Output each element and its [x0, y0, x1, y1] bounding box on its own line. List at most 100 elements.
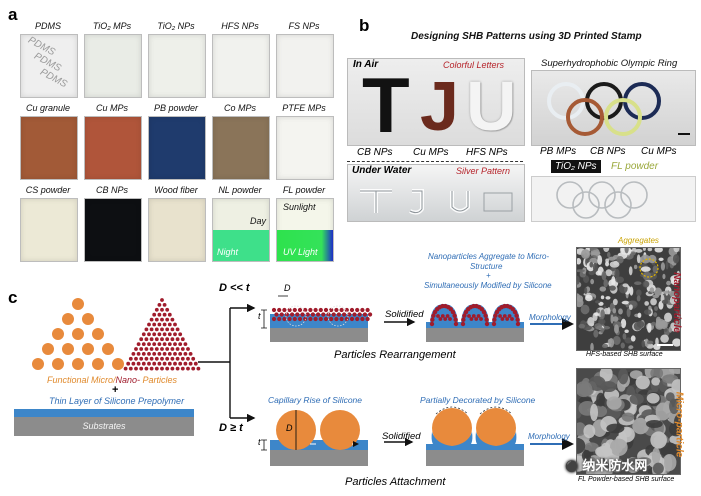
ring-material-cu: Cu MPs [641, 146, 677, 157]
sem-grain [629, 393, 644, 405]
nano-particle [448, 317, 452, 321]
nano-particle-dot [157, 342, 162, 346]
swatch-cell: Co MPs [208, 102, 272, 184]
olympic-title: Superhydrophobic Olympic Ring [541, 58, 678, 69]
sem-grain [657, 319, 661, 327]
sem-grain [669, 296, 677, 305]
fl-sunlight-label: Sunlight [283, 202, 316, 212]
sem-grain [648, 254, 657, 264]
nano-particle-dot [141, 332, 146, 337]
swatch-cell: Wood fiber [144, 184, 208, 266]
silver-ring [604, 191, 632, 219]
sem-grain [655, 402, 671, 421]
nano-particle-dot [180, 337, 185, 342]
nano-particle-dot [141, 352, 146, 356]
nano-particle [453, 317, 458, 322]
partial-decoration-arc [435, 406, 469, 415]
nano-particle-dot [154, 366, 159, 371]
fl-caption: FL Powder-based SHB surface [578, 476, 675, 483]
nano-particle-dot [149, 356, 154, 361]
letter-material-hfs: HFS NPs [466, 147, 508, 158]
condition-top: D << t [219, 282, 250, 294]
nano-particle-dot [154, 347, 159, 351]
sem-grain [647, 322, 652, 333]
nano-particle-dot [170, 317, 175, 322]
sem-grain [634, 281, 642, 286]
sem-grain [577, 293, 581, 301]
sem-grain [646, 340, 654, 345]
swatch-cell: Cu MPs [80, 102, 144, 184]
sem-grain [597, 255, 603, 266]
nano-particle-dot [147, 352, 151, 356]
sem-grain [588, 270, 596, 276]
sem-grain [661, 299, 669, 305]
nano-particle [515, 317, 520, 322]
nano-particle [287, 316, 292, 322]
d-label-bottom: D [286, 423, 293, 433]
sem-grain [658, 257, 664, 262]
sem-grain [605, 261, 610, 267]
under-water-photo: Under Water Silver Pattern [347, 164, 525, 222]
sem-grain [607, 251, 611, 258]
sem-grain [636, 289, 642, 297]
micro-particle [432, 408, 472, 448]
swatch-label: TiO₂ MPs [92, 21, 132, 31]
nano-particle [484, 321, 490, 327]
nano-particle-dot [152, 342, 157, 346]
nano-particle-dot [136, 361, 141, 366]
sem-grain [601, 343, 609, 349]
nano-particle-dot [165, 317, 170, 322]
sem-grain [663, 290, 670, 294]
branch-arrows [198, 303, 256, 423]
nano-particle [440, 314, 445, 318]
sem-grain [643, 309, 652, 315]
swatch-label: HFS NPs [221, 21, 259, 31]
sem-grain [674, 320, 680, 329]
nano-particle [349, 307, 355, 313]
nano-particle [443, 317, 448, 321]
watermark-icon: ⚫ [565, 461, 579, 473]
sem-grain [600, 327, 605, 333]
nano-particle [347, 312, 352, 317]
sem-grain [630, 335, 636, 342]
substrates-label: Substrates [82, 421, 126, 431]
nano-particle [360, 316, 365, 322]
sem-grain [652, 462, 664, 474]
sem-grain [618, 369, 629, 385]
np-text-4: Simultaneously Modified by Silicone [424, 281, 552, 290]
aggregates-label: Aggregates [618, 236, 659, 245]
sem-grain [650, 431, 667, 449]
partially-label: Partially Decorated by Silicone [420, 395, 536, 405]
micro-particle-dot [82, 343, 94, 355]
micro-particle-dot [92, 328, 104, 340]
nano-particle-dot [180, 356, 185, 361]
swatch-sample [20, 116, 78, 180]
substrate-bottom-right [426, 450, 524, 466]
sem-grain [637, 457, 652, 466]
sem-grain [660, 262, 666, 271]
nano-particle-dot [173, 361, 177, 366]
sem-grain [600, 295, 605, 300]
nano-particle-dot [186, 347, 190, 351]
sem-grain [635, 248, 643, 253]
micro-particle-dot [112, 358, 124, 370]
nano-particle [321, 312, 326, 317]
nano-particle-dot [180, 366, 185, 371]
sem-grain [674, 288, 680, 296]
nano-particle [334, 316, 339, 322]
nano-particle-dot [149, 337, 154, 342]
swatch-sample [148, 198, 206, 262]
sem-grain [663, 328, 668, 332]
nano-particle-dot [131, 361, 136, 366]
silicone-layer-bottom [270, 440, 368, 450]
nano-particle [512, 309, 518, 315]
nano-particle-dot [186, 356, 190, 361]
t-dimension [261, 309, 267, 329]
nano-particle-dot [178, 361, 183, 366]
nano-particle [292, 316, 297, 322]
capillary-label: Capillary Rise of Silicone [268, 395, 363, 405]
nano-particle [502, 314, 507, 318]
swatch-sample [84, 198, 142, 262]
nano-particle-dot [141, 361, 146, 366]
swatch-label: PB powder [153, 103, 199, 113]
